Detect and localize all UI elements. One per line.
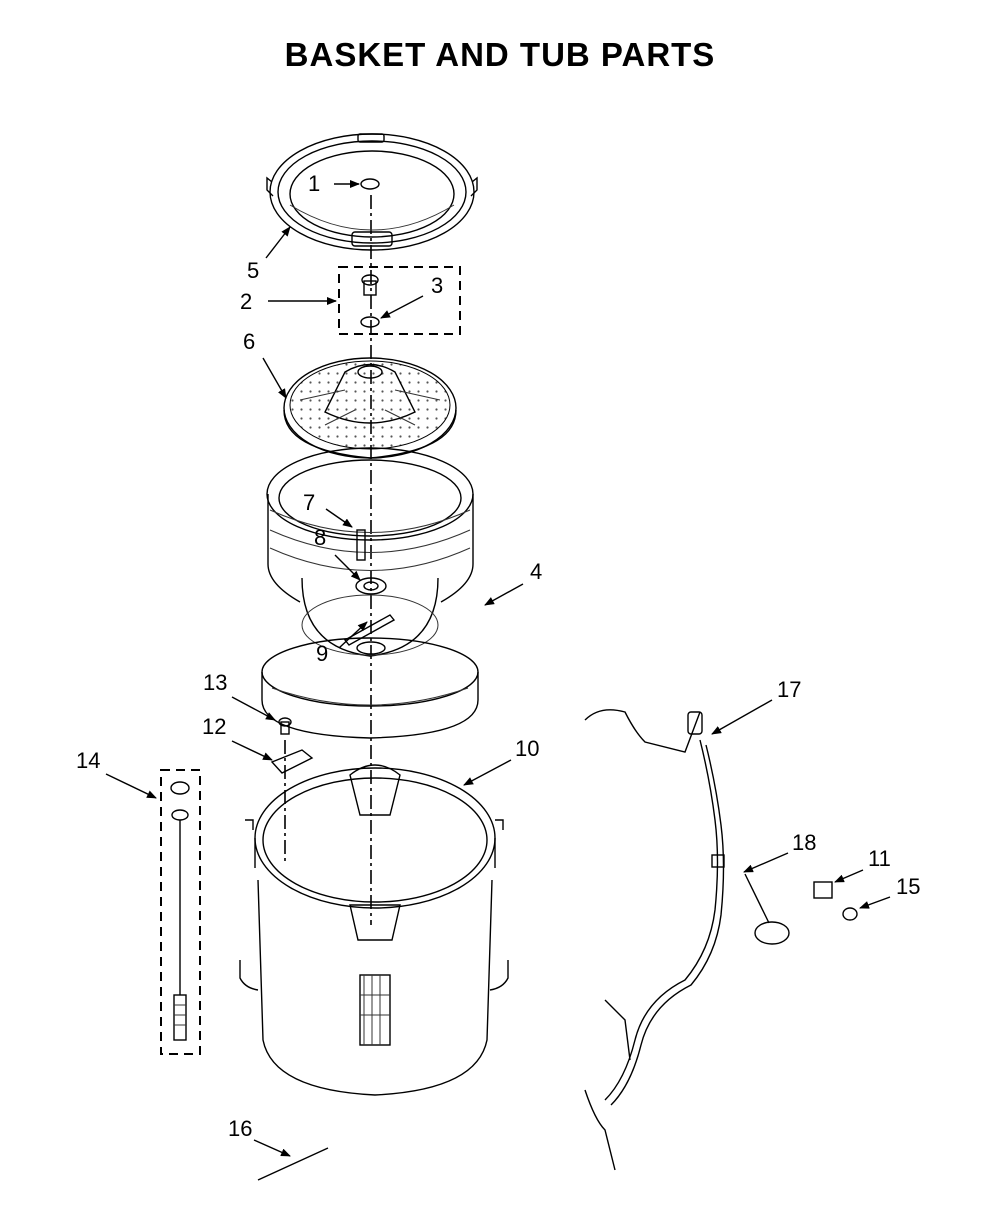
tub-cover-ring (266, 133, 478, 251)
outer-tub (239, 764, 509, 1096)
callout-16: 16 (228, 1116, 252, 1141)
pressure-hose-harness (584, 709, 725, 1171)
leader-18-o-ring (744, 873, 770, 924)
suspension-rod-box (160, 769, 201, 1055)
leader-9 (338, 621, 368, 649)
callout-8: 8 (314, 525, 326, 550)
callout-17: 17 (777, 677, 801, 702)
callout-2: 2 (240, 289, 252, 314)
leader-5 (265, 226, 291, 259)
callout-13: 13 (203, 670, 227, 695)
wash-basket (261, 447, 479, 739)
bolt-kit-box (338, 266, 461, 335)
tub-bracket-clip (270, 749, 314, 774)
leader-13 (231, 696, 276, 721)
callout-7: 7 (303, 490, 315, 515)
spanner-tool (343, 614, 396, 646)
callout-1: 1 (308, 171, 320, 196)
leader-15 (859, 896, 891, 909)
leader-17 (711, 699, 773, 735)
agitator-bolt (360, 274, 380, 328)
callout-6: 6 (243, 329, 255, 354)
mounting-screw (257, 1147, 329, 1181)
callout-11: 11 (868, 846, 891, 871)
leader-16 (253, 1139, 291, 1157)
leader-18 (743, 852, 789, 873)
callout-9: 9 (316, 641, 328, 666)
leader-7 (325, 508, 353, 528)
callout-15: 15 (896, 874, 920, 899)
callout-12: 12 (202, 714, 226, 739)
impeller (283, 357, 457, 459)
callout-18: 18 (792, 830, 816, 855)
tub-ring-screw (278, 717, 292, 735)
callout-14: 14 (76, 748, 100, 773)
callout-10: 10 (515, 736, 539, 761)
leader-6 (262, 357, 287, 399)
callout-5: 5 (247, 258, 259, 283)
leader-4 (484, 583, 524, 606)
leader-10 (463, 759, 512, 786)
lid-center-plug (360, 178, 380, 190)
leader-11 (834, 869, 864, 883)
pressure-switch-adapter (813, 881, 858, 921)
leader-12 (231, 740, 273, 761)
leader-3 (380, 295, 424, 319)
callout-4: 4 (530, 559, 542, 584)
hub-bolt (356, 529, 366, 561)
leader-8 (334, 554, 361, 581)
leader-14 (105, 773, 157, 799)
o-ring (754, 921, 790, 945)
callout-3: 3 (431, 273, 443, 298)
basket-drive-hub (355, 577, 387, 655)
diagram-title: BASKET AND TUB PARTS (284, 36, 716, 73)
suspension-rod (170, 781, 190, 1041)
